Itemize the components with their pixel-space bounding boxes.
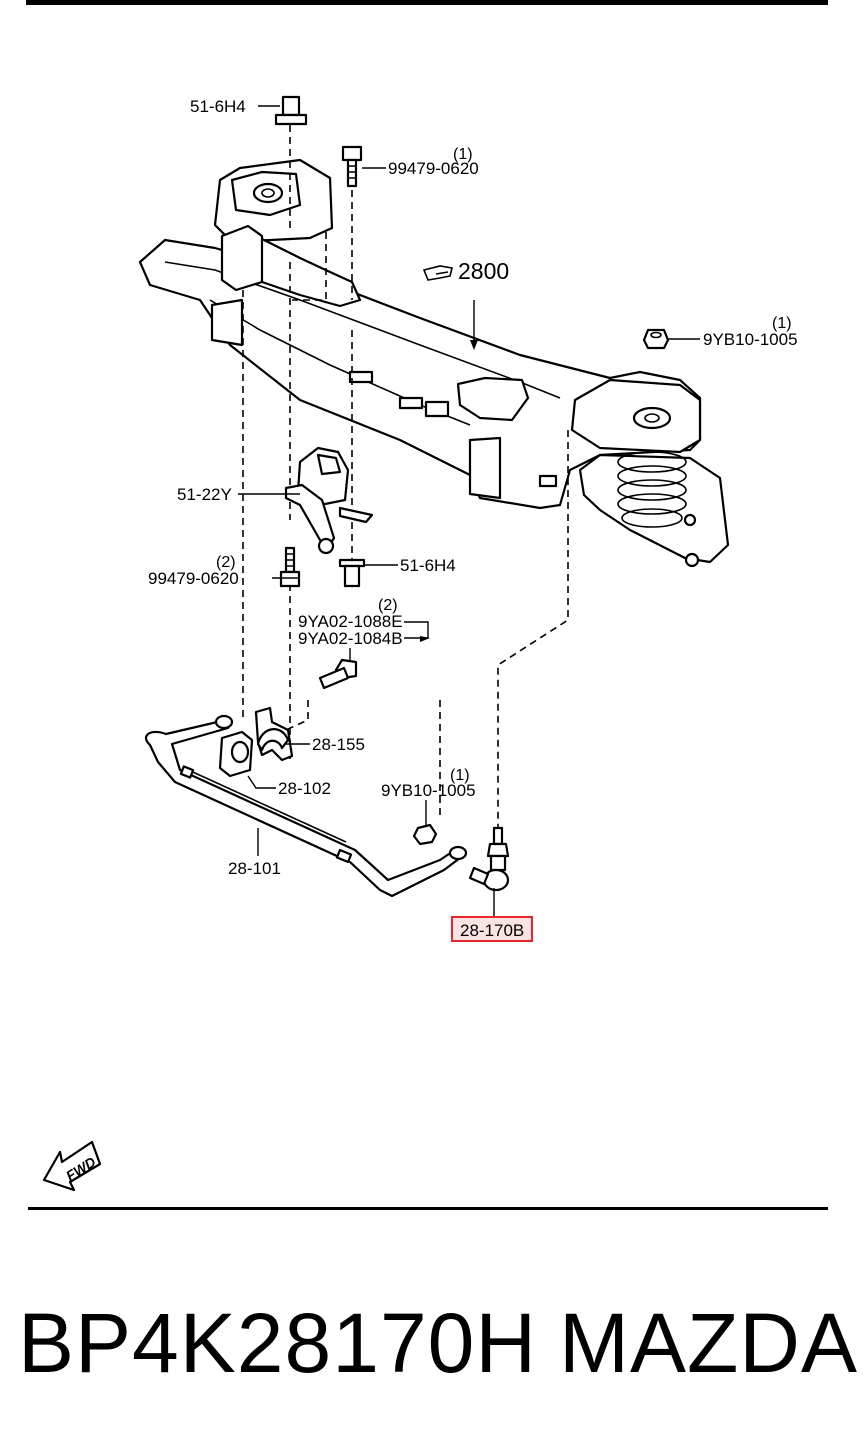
callout-qty: (2)	[216, 554, 236, 571]
callout-51-22y: 51-22Y	[177, 485, 232, 504]
assembly-guide-lines	[242, 125, 569, 830]
part-caption: BP4K28170H MAZDA	[18, 1288, 858, 1398]
stabilizer-clamp[interactable]	[254, 706, 294, 762]
callout-28-101: 28-101	[228, 859, 281, 878]
callout-99479-0620-low: 99479-0620	[148, 569, 239, 588]
pointing-hand-icon	[422, 265, 453, 281]
callout-28-155: 28-155	[312, 735, 365, 754]
callout-9ya02-1088e: 9YA02-1088E	[298, 612, 403, 631]
callout-51-6h4-top: 51-6H4	[190, 97, 246, 116]
arrow-head	[420, 636, 430, 642]
arrow-head	[470, 340, 478, 350]
callout-51-6h4-side: 51-6H4	[400, 556, 456, 575]
stabilizer-bar[interactable]	[144, 714, 468, 898]
nut-9yb10-low[interactable]	[412, 823, 438, 846]
bolt-51-6h4-side[interactable]	[338, 558, 366, 588]
bolt-51-6h4-top[interactable]	[274, 95, 308, 126]
callout-qty: (1)	[450, 767, 470, 784]
forward-arrow-icon: FWD	[42, 1140, 102, 1192]
part-number: BP4K28170H	[18, 1296, 538, 1390]
highlight-box	[451, 916, 533, 942]
separator-rule	[28, 1207, 828, 1210]
bolt-9ya02[interactable]	[318, 658, 358, 690]
callout-qty: (1)	[453, 146, 473, 163]
callout-qty: (2)	[378, 597, 398, 614]
coil-spring	[617, 451, 687, 528]
top-border-rule	[26, 0, 828, 5]
stabilizer-bushing[interactable]	[218, 730, 254, 778]
height-sensor-bracket[interactable]	[284, 446, 374, 555]
callout-9ya02-1084b: 9YA02-1084B	[298, 629, 403, 648]
callout-2800: 2800	[458, 258, 509, 284]
callout-28-170b[interactable]: 28-170B	[460, 921, 524, 940]
bolt-99479-top[interactable]	[341, 145, 363, 188]
callout-99479-0620-top: 99479-0620	[388, 159, 479, 178]
callout-9yb10-1005-low: 9YB10-1005	[381, 781, 476, 800]
callout-qty: (1)	[772, 315, 792, 332]
leader-lines	[238, 105, 700, 916]
callout-9yb10-1005-top: 9YB10-1005	[703, 330, 798, 349]
callout-28-102: 28-102	[278, 779, 331, 798]
stabilizer-control-link[interactable]	[468, 826, 510, 892]
rear-crossmember[interactable]	[138, 158, 730, 568]
bolt-99479-low[interactable]	[279, 546, 301, 588]
nut-9yb10-top[interactable]	[642, 328, 670, 350]
brand-name: MAZDA	[559, 1296, 858, 1390]
